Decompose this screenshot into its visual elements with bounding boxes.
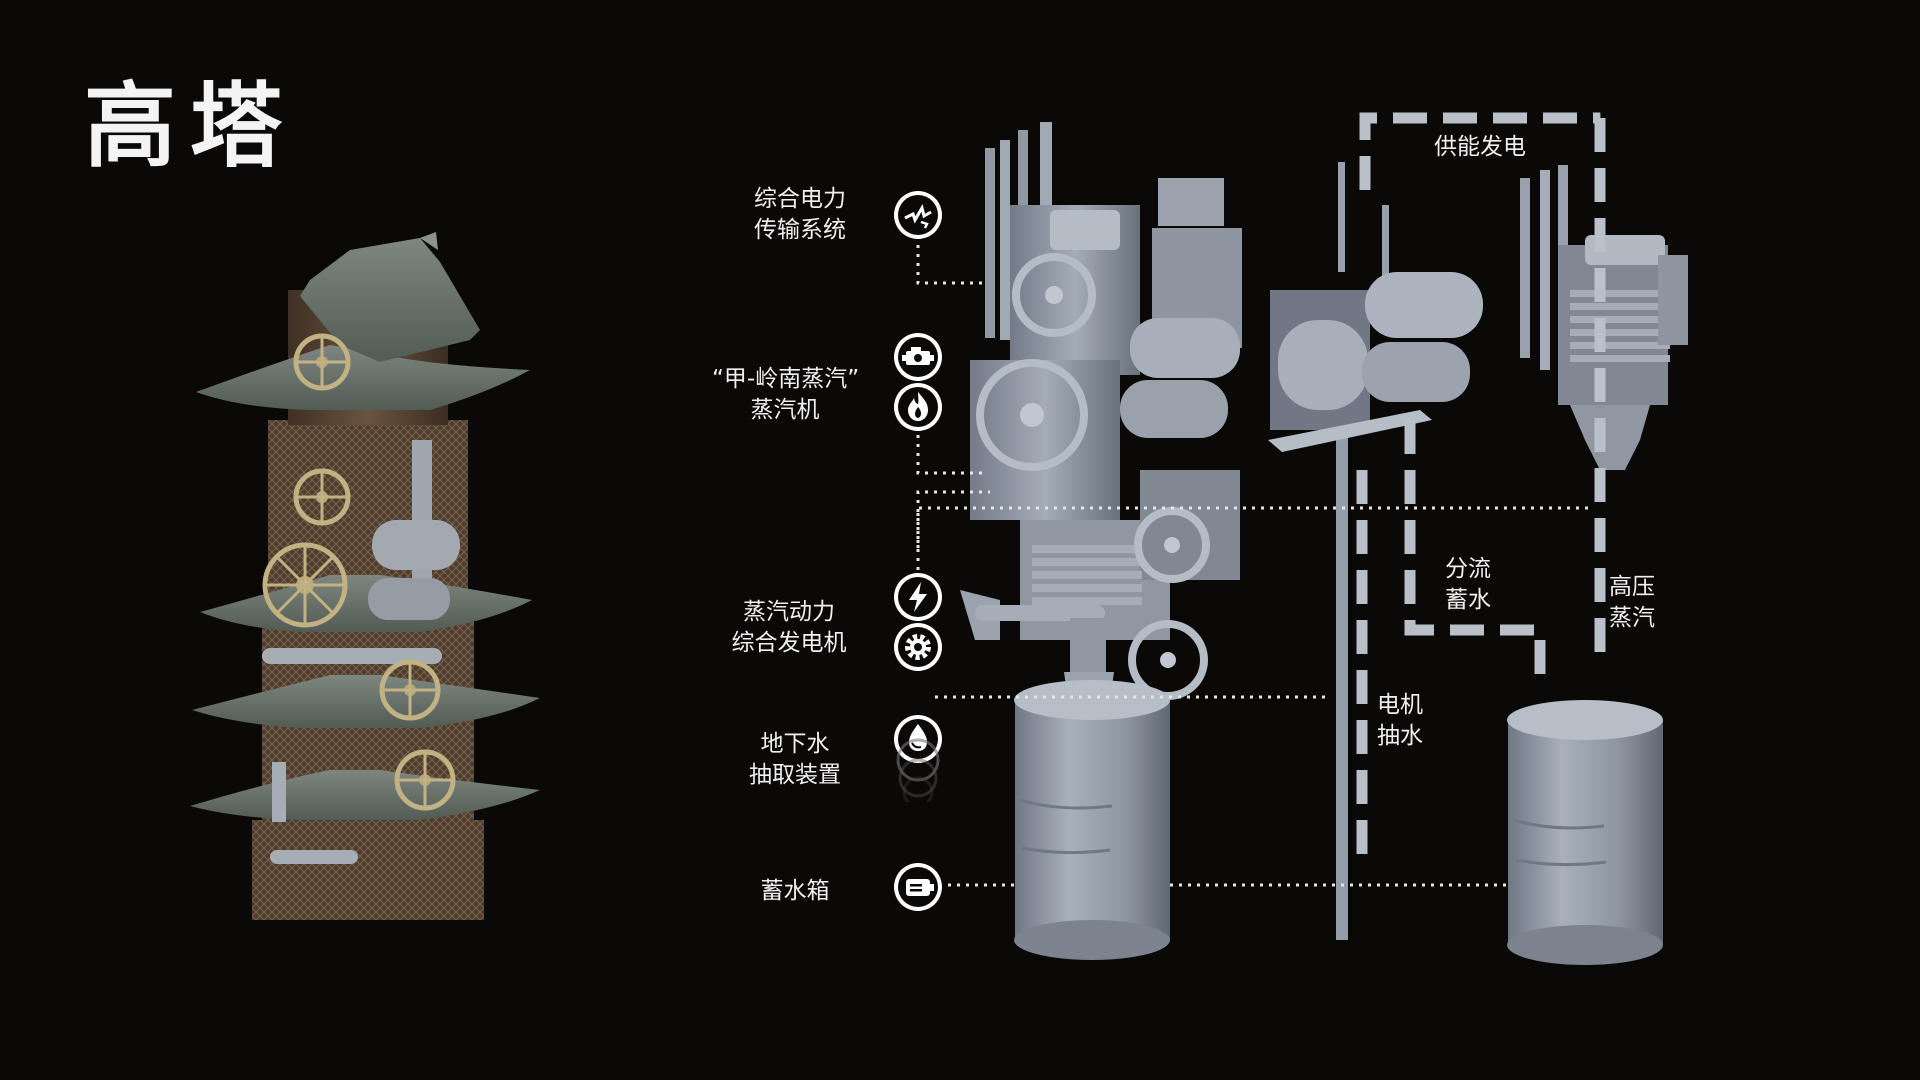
flame-icon <box>891 380 945 434</box>
water-tank-left <box>1014 680 1170 960</box>
label-power-transmission: 综合电力 传输系统 <box>754 186 846 243</box>
lightning-crack-icon <box>891 188 945 242</box>
pump-machine-middle <box>1268 162 1483 940</box>
label-high-pressure: 高压 蒸汽 <box>1609 574 1655 631</box>
label-water-tank: 蓄水箱 <box>760 878 830 904</box>
leader-lines <box>916 245 1590 887</box>
turbine-machine-right <box>1520 165 1688 470</box>
tank-icon <box>891 860 945 914</box>
central-steam-machine <box>960 122 1242 700</box>
label-power-supply: 供能发电 <box>1420 132 1540 163</box>
page-title: 高塔 <box>84 72 297 180</box>
lightning-bolt-icon <box>891 570 945 624</box>
engine-icon <box>891 330 945 384</box>
label-groundwater: 地下水 抽取装置 <box>749 731 841 788</box>
label-motor-pump: 电机 抽水 <box>1377 692 1423 749</box>
water-drop-icon <box>891 712 945 802</box>
pagoda-tower <box>190 232 540 920</box>
label-generator: 蒸汽动力 综合发电机 <box>731 599 847 656</box>
flow-dashed-lines <box>1356 112 1606 860</box>
label-steam-engine: “甲-岭南蒸汽” 蒸汽机 <box>712 366 860 423</box>
water-tank-right <box>1507 700 1663 965</box>
label-split-storage: 分流 蓄水 <box>1445 556 1491 613</box>
gear-icon <box>891 620 945 674</box>
